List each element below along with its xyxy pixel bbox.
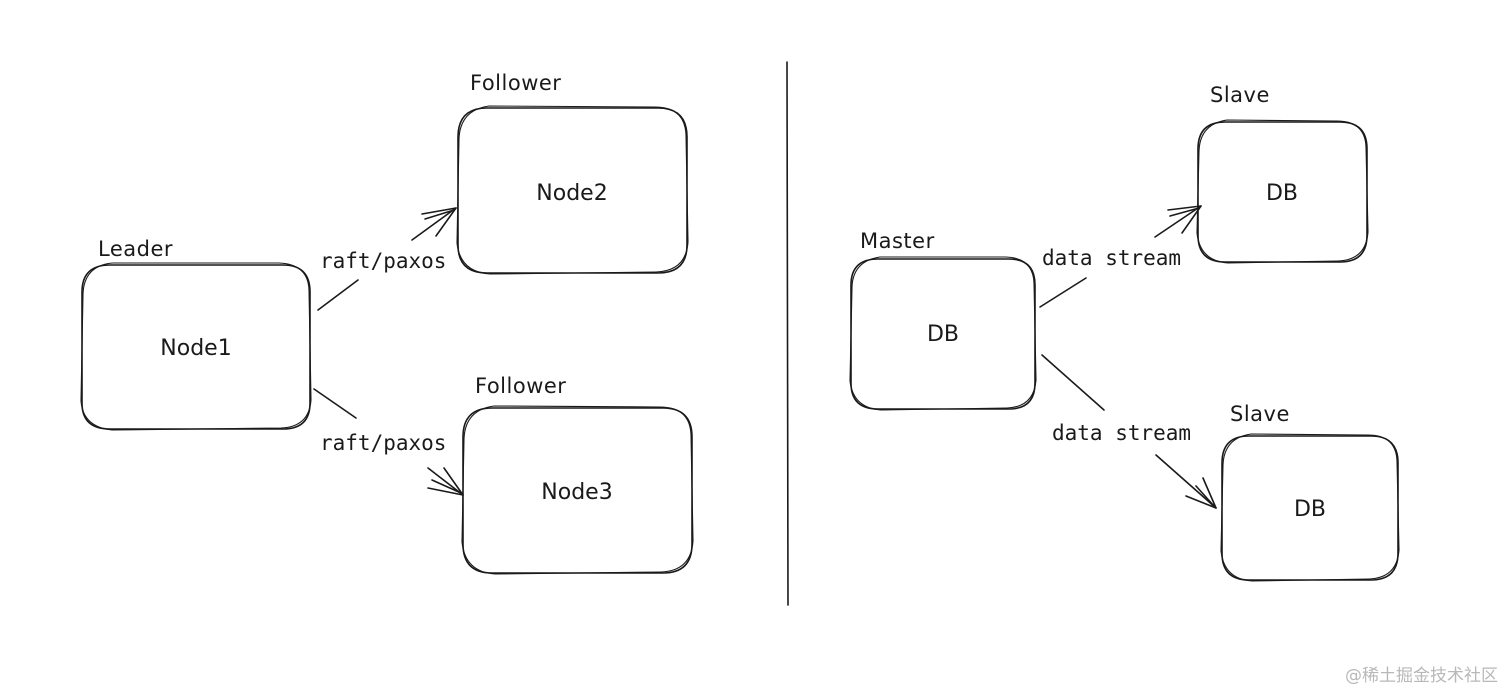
edge-label: raft/paxos [320,249,446,273]
slave-a-role-label: Slave [1210,83,1270,107]
master-node: Master DB [849,229,1037,411]
follower-2-box [457,107,688,274]
arrow-head [421,207,457,237]
edge-label: data stream [1042,246,1181,270]
follower-2-node-name: Node2 [536,181,607,206]
edge-label: data stream [1052,421,1191,445]
slave-b-box [1221,435,1399,581]
arrow-head [1185,477,1217,509]
edge-line [1039,277,1087,308]
leader-box-sketch [80,262,312,431]
follower-3-box-sketch [461,405,694,575]
follower-3-node-name: Node3 [541,480,612,505]
edge-line [313,388,357,419]
follower-2-box-sketch [456,105,689,275]
edge-line-upper [411,207,457,241]
slave-a-node-name: DB [1266,181,1298,206]
edge-leader-to-node3: raft/paxos [313,388,464,496]
slave-b-box-sketch [1220,433,1400,582]
slave-b-role-label: Slave [1230,402,1290,426]
arrow-head [1167,205,1202,234]
edge-label: raft/paxos [320,431,446,455]
master-box [850,258,1036,410]
edge-line-upper [1154,205,1202,238]
follower-node-2: Follower Node2 [456,71,689,275]
leader-node-name: Node1 [160,336,231,361]
edge-master-to-slave-a: data stream [1039,205,1202,308]
arrow-head [427,467,464,496]
master-box-sketch [849,256,1037,411]
slave-a-box-sketch [1196,119,1369,264]
edge-leader-to-node2: raft/paxos [317,207,457,311]
divider-line [786,61,789,606]
follower-node-3: Follower Node3 [461,374,694,575]
master-node-name: DB [927,322,959,347]
leader-node: Leader Node1 [80,237,312,431]
leader-box [81,264,311,430]
slave-node-b: Slave DB [1220,402,1400,582]
watermark: @稀土掘金技术社区 [1345,666,1498,686]
slave-node-a: Slave DB [1196,83,1369,264]
edge-line-lower [1155,454,1217,509]
edge-line [317,279,359,311]
follower-3-role-label: Follower [475,374,566,398]
follower-3-box [462,407,693,574]
edge-master-to-slave-b: data stream [1041,354,1217,509]
follower-2-role-label: Follower [470,71,561,95]
master-role-label: Master [860,229,935,253]
edge-line [1041,354,1105,411]
slave-a-box [1197,121,1368,263]
slave-b-node-name: DB [1294,497,1326,522]
leader-role-label: Leader [98,237,173,261]
